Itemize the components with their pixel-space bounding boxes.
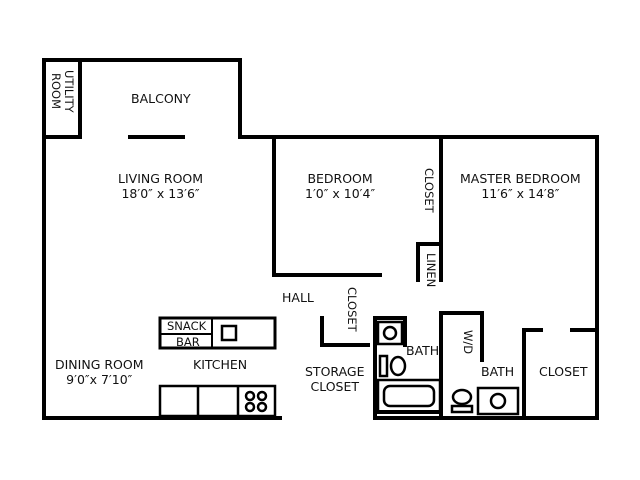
bath2-sink-icon xyxy=(489,392,507,410)
bathtub-icon xyxy=(376,378,442,414)
stove-burner-icon xyxy=(256,401,268,413)
dining-room-size: 9′0″x 7′10″ xyxy=(66,372,133,387)
bath-2-label: BATH xyxy=(481,364,515,379)
bath2-sink-counter xyxy=(476,386,520,416)
master-bedroom-label: MASTER BEDROOM 11′6″ x 14′8″ xyxy=(460,171,581,201)
bedroom-name: BEDROOM xyxy=(307,171,373,186)
stove-burner-icon xyxy=(244,401,256,413)
bar-label: BAR xyxy=(176,335,200,349)
hall-label: HALL xyxy=(282,290,314,305)
living-room-size: 18′0″ x 13′6″ xyxy=(121,186,200,201)
outer-wall-top-right xyxy=(238,135,599,420)
utility-room-label: UTILITY ROOM xyxy=(49,70,76,113)
stove-burner-icon xyxy=(244,390,256,402)
bath2-wall-right xyxy=(522,328,543,420)
bedroom-size: 1′0″ x 10′4″ xyxy=(305,186,376,201)
toilet-tank-icon xyxy=(450,404,474,414)
storage-closet-label: STORAGE CLOSET xyxy=(305,364,365,394)
storage-label-line2: CLOSET xyxy=(310,379,360,394)
toilet-tank-icon xyxy=(378,354,389,378)
dining-room-name: DINING ROOM xyxy=(55,357,144,372)
master-bedroom-name: MASTER BEDROOM xyxy=(460,171,581,186)
toilet-bowl-icon xyxy=(451,388,473,406)
utility-label-line2: ROOM xyxy=(49,73,63,110)
bedroom-closet-label: CLOSET xyxy=(422,168,436,213)
wd-wall xyxy=(439,311,484,420)
hall-closet-label: CLOSET xyxy=(345,287,359,332)
linen-label: LINEN xyxy=(424,253,438,288)
master-bedroom-size: 11′6″ x 14′8″ xyxy=(481,186,560,201)
bath1-sink-icon xyxy=(382,325,398,341)
kitchen-label: KITCHEN xyxy=(193,357,248,372)
hall-closet-wall xyxy=(320,316,370,347)
master-closet-label: CLOSET xyxy=(539,364,588,379)
bath1-sink-counter xyxy=(376,320,404,346)
dining-room-label: DINING ROOM 9′0″x 7′10″ xyxy=(55,357,144,387)
balcony-label: BALCONY xyxy=(131,91,191,106)
living-room-label: LIVING ROOM 18′0″ x 13′6″ xyxy=(118,171,203,201)
snack-label: SNACK xyxy=(167,319,207,333)
bedroom-label: BEDROOM 1′0″ x 10′4″ xyxy=(305,171,375,201)
stove-burner-icon xyxy=(256,390,268,402)
linen-wall xyxy=(416,242,443,282)
bathtub-inner xyxy=(382,384,436,408)
bath-1-label: BATH xyxy=(406,343,440,358)
kitchen-sink-icon xyxy=(220,324,238,342)
bath1-wall xyxy=(373,316,407,420)
toilet-bowl-icon xyxy=(389,355,407,377)
utility-label-line1: UTILITY xyxy=(62,70,76,113)
outer-wall-left xyxy=(42,58,282,420)
storage-label-line1: STORAGE xyxy=(305,364,365,379)
wd-label: W/D xyxy=(461,330,475,355)
kitchen-counter xyxy=(158,384,277,418)
living-room-name: LIVING ROOM xyxy=(118,171,204,186)
